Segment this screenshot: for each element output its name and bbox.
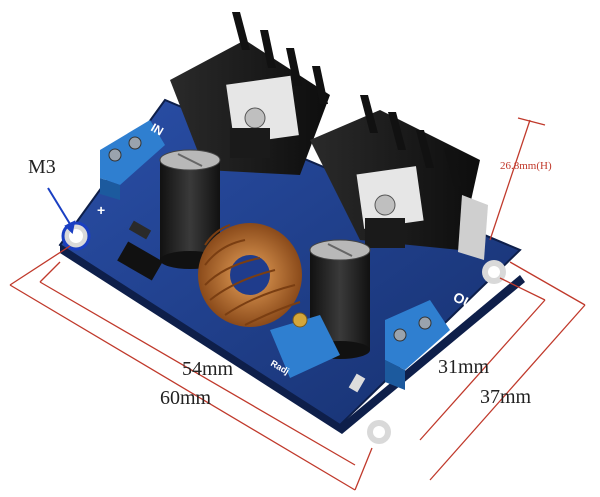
pcb-edge [60,245,525,434]
smd-diode [128,220,152,240]
m3-arrow [47,187,76,235]
height-label: 26.8mm(H) [500,160,552,172]
dimension-lines [9,117,586,491]
heatsink-left [170,12,330,175]
potentiometer [270,312,340,378]
capacitor-right [309,239,371,359]
output-terminal [385,300,450,390]
smd-led [348,373,366,393]
mounting-hole-right [482,260,506,284]
dimension-31mm-label: 31mm [438,356,490,378]
input-terminal [100,120,165,200]
mounting-hole-front [367,420,391,444]
pcb-plus-label: + [97,202,105,218]
dimension-60mm-label: 60mm [160,387,212,409]
m3-label: M3 [28,156,56,178]
dimension-54mm-label: 54mm [182,358,234,380]
dimension-37mm-label: 37mm [480,386,532,408]
heatsink-right [310,95,488,260]
inductor-coil [198,223,302,327]
smd-chip [117,241,163,281]
